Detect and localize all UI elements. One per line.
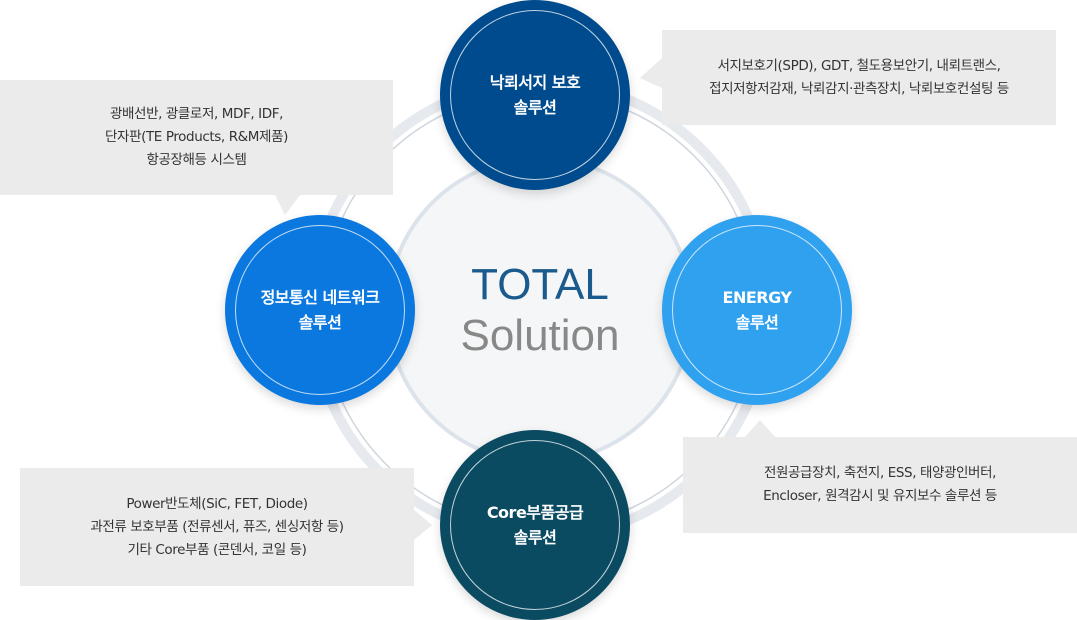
node-sublabel: 솔루션 — [513, 528, 557, 547]
box-line: 기타 Core부품 (콘덴서, 코일 등) — [127, 541, 307, 558]
box-line: 항공장해등 시스템 — [146, 152, 247, 168]
box-energy-products: 전원공급장치, 축전지, ESS, 태양광인버터, Encloser, 원격감시… — [683, 437, 1077, 533]
box-ict-network-products: 광배선반, 광클로저, MDF, IDF, 단자판(TE Products, R… — [0, 80, 393, 195]
node-label: ENERGY — [722, 288, 792, 307]
node-ict-network: 정보통신 네트워크 솔루션 — [225, 215, 415, 405]
node-lightning-surge: 낙뢰서지 보호 솔루션 — [440, 0, 630, 190]
node-sublabel: 솔루션 — [513, 98, 557, 117]
node-sublabel: 솔루션 — [298, 313, 342, 332]
node-energy: ENERGY 솔루션 — [662, 215, 852, 405]
node-label: 정보통신 네트워크 — [260, 288, 380, 307]
box-line: 단자판(TE Products, R&M제품) — [105, 129, 288, 145]
top-right-box-pointer — [640, 58, 662, 88]
box-lightning-surge-products: 서지보호기(SPD), GDT, 철도용보안기, 내뢰트랜스, 접지저항저감재,… — [662, 30, 1056, 125]
node-label: 낙뢰서지 보호 — [489, 73, 581, 92]
box-line: 접지저항저감재, 낙뢰감지·관측장치, 낙뢰보호컨설팅 등 — [709, 80, 1009, 97]
box-line: Encloser, 원격감시 및 유지보수 솔루션 등 — [763, 488, 997, 504]
center-title-total: TOTAL — [471, 260, 609, 309]
box-core-parts-products: Power반도체(SiC, FET, Diode) 과전류 보호부품 (전류센서… — [20, 468, 414, 586]
node-sublabel: 솔루션 — [735, 313, 779, 332]
box-line: 과전류 보호부품 (전류센서, 퓨즈, 센싱저항 등) — [90, 518, 344, 535]
bottom-left-box-pointer — [414, 510, 432, 540]
center-title-solution: Solution — [460, 311, 620, 360]
box-line: 서지보호기(SPD), GDT, 철도용보안기, 내뢰트랜스, — [717, 57, 1001, 74]
box-line: 광배선반, 광클로저, MDF, IDF, — [110, 106, 283, 122]
node-label: Core부품공급 — [486, 503, 584, 522]
left-box-pointer — [275, 195, 300, 215]
bottom-right-box-pointer — [745, 420, 775, 437]
box-line: Power반도체(SiC, FET, Diode) — [126, 495, 308, 512]
node-core-parts: Core부품공급 솔루션 — [440, 430, 630, 620]
center-title: TOTAL Solution — [440, 260, 640, 362]
box-line: 전원공급장치, 축전지, ESS, 태양광인버터, — [763, 465, 996, 481]
